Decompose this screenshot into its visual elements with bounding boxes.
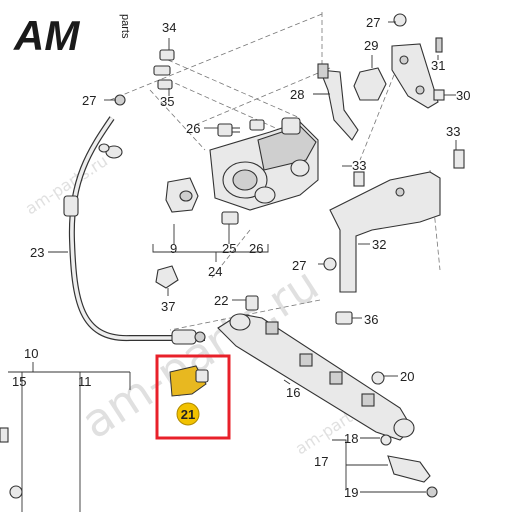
- logo-text: AM: [13, 12, 80, 59]
- callout-29: 29: [364, 38, 378, 53]
- callout-23: 23: [30, 245, 44, 260]
- part-21-badge: [176, 402, 200, 426]
- leader-lines: [32, 21, 457, 493]
- callout-28: 28: [290, 87, 304, 102]
- guide-lines: [109, 12, 441, 331]
- brand-logo: AM parts: [13, 12, 131, 59]
- fuel-pump-assembly: [209, 117, 319, 211]
- left-parts-10-15: [0, 371, 131, 512]
- callout-24: 24: [208, 264, 222, 279]
- callout-18: 18: [344, 431, 358, 446]
- callout-35: 35: [160, 94, 174, 109]
- callout-34: 34: [162, 20, 176, 35]
- callout-16: 16: [286, 385, 300, 400]
- callout-25: 25: [222, 241, 236, 256]
- parts-37-22: [155, 265, 259, 311]
- callout-30: 30: [456, 88, 470, 103]
- callout-11: 11: [78, 374, 92, 389]
- logo-suffix: parts: [119, 14, 131, 39]
- fuel-rail-16: [217, 313, 415, 441]
- highlight-frame: [155, 354, 231, 440]
- bracket-32: [323, 149, 465, 293]
- callout-20: 20: [400, 369, 414, 384]
- callout-27-right: 27: [292, 258, 306, 273]
- callout-33-right: 33: [446, 124, 460, 139]
- callout-26-lower: 26: [249, 241, 263, 256]
- fitting-25: [221, 211, 239, 225]
- highlighted-part-21[interactable]: 21: [155, 354, 231, 440]
- callout-27-upper: 27: [82, 93, 96, 108]
- callout-36: 36: [364, 312, 378, 327]
- callout-15: 15: [12, 374, 26, 389]
- injector-assembly-17: [380, 434, 438, 498]
- bolt-36: [335, 311, 353, 325]
- callout-31: 31: [431, 58, 445, 73]
- callout-37: 37: [161, 299, 175, 314]
- bracket-assembly-right: [317, 13, 445, 141]
- callout-22: 22: [214, 293, 228, 308]
- callout-9: 9: [170, 241, 177, 256]
- callout-26-upper: 26: [186, 121, 200, 136]
- callout-17: 17: [314, 454, 328, 469]
- part-21-label: 21: [181, 407, 195, 422]
- callout-27-top: 27: [366, 15, 380, 30]
- fuel-line-23: [63, 116, 206, 345]
- fitting-26-upper: [217, 123, 240, 137]
- callout-19: 19: [344, 485, 358, 500]
- callout-32: 32: [372, 237, 386, 252]
- callout-labels: 34 35 27 27 27 29 31 30 28 26 33 33 23 9…: [12, 15, 470, 500]
- part-9-cup: [165, 177, 199, 213]
- callout-10: 10: [24, 346, 38, 361]
- bolt-parts-34-35: [114, 49, 175, 106]
- callout-33-middle: 33: [352, 158, 366, 173]
